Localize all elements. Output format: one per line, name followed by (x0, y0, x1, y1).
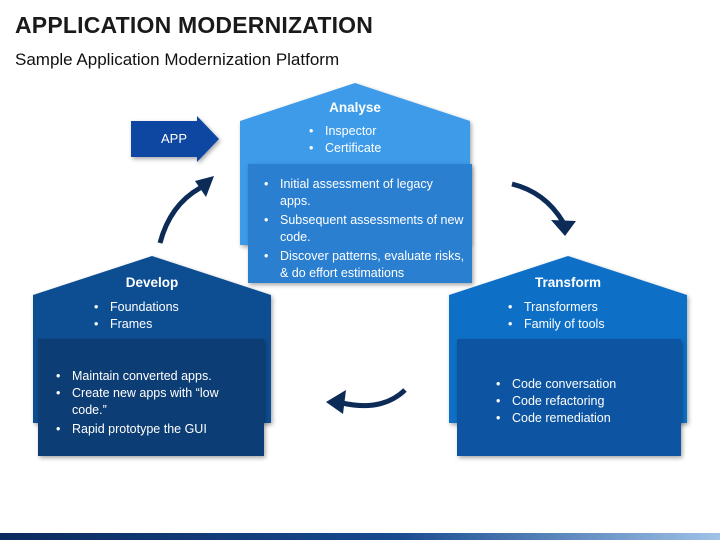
transform-detail: Code remediation (492, 410, 672, 427)
analyse-detail: Subsequent assessments of new code. (260, 212, 465, 246)
cycle-arrows (157, 181, 566, 409)
transform-details: Code conversation Code refactoring Code … (492, 376, 672, 427)
app-arrow-label: APP (160, 131, 187, 146)
arrow-head-down (551, 220, 576, 236)
curved-arrow-analyse-to-transform (511, 181, 566, 224)
transform-title: Transform (534, 275, 602, 290)
develop-detail: Create new apps with “low code.” (52, 385, 247, 419)
analyse-details: Initial assessment of legacy apps. Subse… (260, 176, 465, 282)
transform-detail: Code conversation (492, 376, 672, 393)
develop-title: Develop (125, 275, 179, 290)
footer-gradient-bar (0, 533, 720, 540)
transform-item: Family of tools (504, 316, 679, 333)
transform-items: Transformers Family of tools (504, 299, 679, 333)
analyse-item: Inspector (305, 123, 465, 140)
app-arrow-shape (131, 116, 219, 162)
develop-details: Maintain converted apps. Create new apps… (52, 368, 247, 438)
develop-item: Frames (90, 316, 260, 333)
analyse-items: Inspector Certificate (305, 123, 465, 157)
page-title: APPLICATION MODERNIZATION (15, 12, 374, 38)
page-subtitle: Sample Application Modernization Platfor… (15, 50, 340, 69)
develop-items: Foundations Frames (90, 299, 260, 333)
develop-item: Foundations (90, 299, 260, 316)
develop-detail: Rapid prototype the GUI (52, 421, 247, 438)
cycle-arrow-heads (195, 176, 576, 414)
develop-detail: Maintain converted apps. (52, 368, 247, 385)
arrow-head-left (326, 390, 346, 414)
transform-item: Transformers (504, 299, 679, 316)
curved-arrow-develop-to-analyse (157, 185, 202, 244)
analyse-title: Analyse (329, 100, 381, 115)
curved-arrow-transform-to-develop (341, 388, 407, 409)
analyse-item: Certificate (305, 140, 465, 157)
transform-detail: Code refactoring (492, 393, 672, 410)
analyse-detail: Initial assessment of legacy apps. (260, 176, 465, 210)
analyse-detail: Discover patterns, evaluate risks, & do … (260, 248, 465, 282)
arrow-head-up-right (195, 176, 214, 197)
